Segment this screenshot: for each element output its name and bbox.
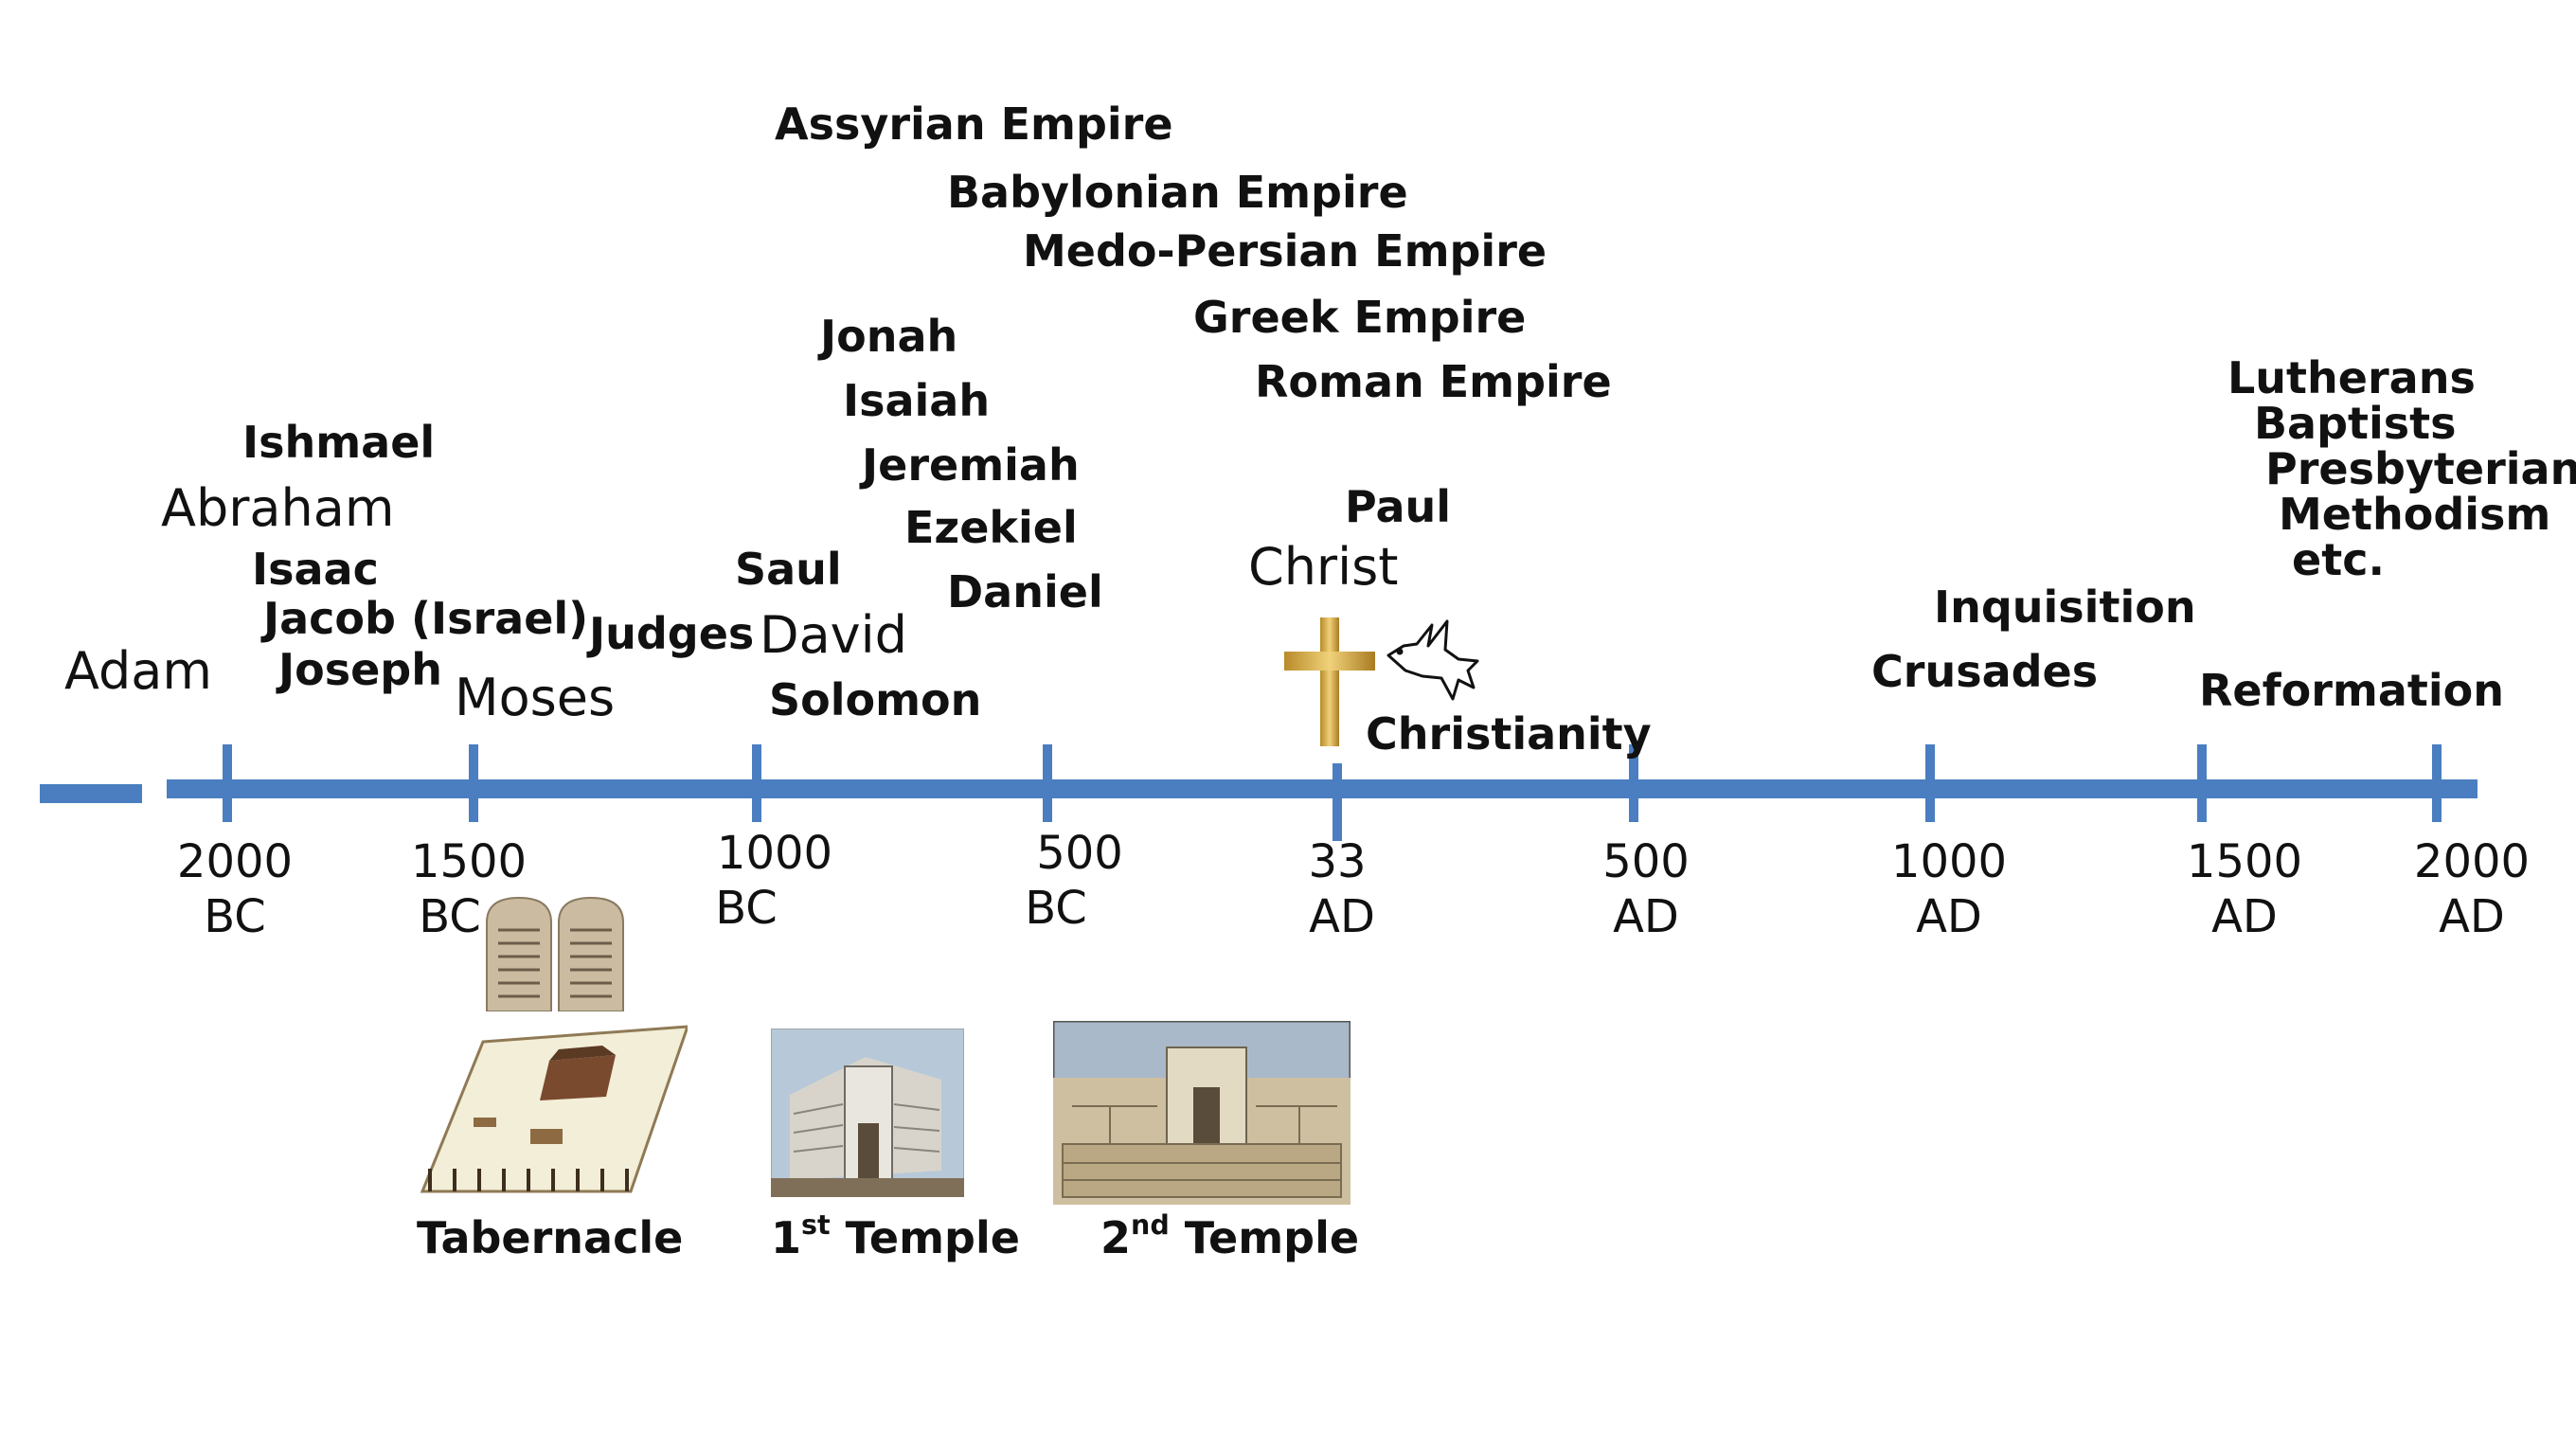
first-temple-image xyxy=(770,1028,965,1198)
axis-label-year: 33 xyxy=(1308,835,1367,888)
joseph-label: Joseph xyxy=(278,644,442,695)
christianity-label: Christianity xyxy=(1366,708,1652,760)
axis-label-year: 1000 xyxy=(1890,835,2008,888)
assyrian-empire-label: Assyrian Empire xyxy=(775,98,1173,150)
axis-label-year: 2000 xyxy=(2413,835,2531,888)
axis-label-year: 1500 xyxy=(410,835,528,888)
axis-label-era: AD xyxy=(1916,890,1982,943)
daniel-label: Daniel xyxy=(947,566,1103,617)
inquisition-label: Inquisition xyxy=(1934,581,2196,633)
solomon-label: Solomon xyxy=(769,674,982,725)
second-temple-label: 2nd Temple xyxy=(1100,1211,1359,1260)
axis-label-33ad: 33 AD xyxy=(1299,834,1375,944)
judges-label: Judges xyxy=(589,608,755,659)
axis-label-era: AD xyxy=(1309,890,1375,943)
axis-label-era: AD xyxy=(1613,890,1679,943)
isaiah-label: Isaiah xyxy=(843,375,991,426)
greek-empire-label: Greek Empire xyxy=(1193,292,1527,343)
tick-2000ad xyxy=(2432,744,2442,822)
isaac-label: Isaac xyxy=(252,544,379,595)
axis-label-era: BC xyxy=(204,890,266,943)
jacob-label: Jacob (Israel) xyxy=(263,593,589,644)
ordinal-suffix: nd xyxy=(1131,1209,1170,1242)
first-temple-label: 1st Temple xyxy=(771,1211,1020,1260)
tick-500bc xyxy=(1043,744,1052,822)
denomination-presbyterians: Presbyterians xyxy=(2265,443,2576,494)
axis-label-era: AD xyxy=(2211,890,2278,943)
ezekiel-label: Ezekiel xyxy=(904,502,1078,553)
axis-label-era: AD xyxy=(2439,890,2505,943)
denomination-etc: etc. xyxy=(2292,534,2385,585)
tick-1000bc xyxy=(752,744,761,822)
axis-label-1000ad: 1000 AD xyxy=(1891,834,2007,944)
tabernacle-image xyxy=(417,1023,690,1195)
tick-1000ad xyxy=(1925,744,1935,822)
jeremiah-label: Jeremiah xyxy=(862,439,1080,491)
axis-label-500ad: 500 AD xyxy=(1602,834,1690,944)
axis-label-era: BC xyxy=(419,890,481,943)
ordinal-number: 2 xyxy=(1100,1212,1132,1263)
cross-icon xyxy=(1284,617,1375,746)
axis-label-500bc: 500 BC xyxy=(1008,826,1123,936)
denomination-lutherans: Lutherans xyxy=(2227,352,2476,403)
axis-label-year: 500 xyxy=(1602,835,1690,888)
ordinal-suffix: st xyxy=(801,1209,831,1242)
paul-label: Paul xyxy=(1345,481,1452,532)
tick-1500ad xyxy=(2197,744,2207,822)
medo-persian-empire-label: Medo-Persian Empire xyxy=(1023,225,1547,277)
denomination-baptists: Baptists xyxy=(2254,398,2457,449)
roman-empire-label: Roman Empire xyxy=(1255,356,1612,407)
ten-commandments-tablets-icon xyxy=(483,894,627,1012)
tick-2000bc xyxy=(223,744,232,822)
axis-label-2000ad: 2000 AD xyxy=(2414,834,2530,944)
saul-label: Saul xyxy=(735,544,842,595)
axis-label-year: 2000 xyxy=(176,835,294,888)
david-label: David xyxy=(760,605,907,665)
reformation-label: Reformation xyxy=(2199,665,2504,716)
jonah-label: Jonah xyxy=(820,311,958,362)
temple-word: Temple xyxy=(1169,1212,1360,1263)
axis-label-1500bc: 1500 BC xyxy=(411,834,527,944)
tick-500ad xyxy=(1629,744,1638,822)
axis-label-era: BC xyxy=(715,882,778,935)
denomination-methodism: Methodism xyxy=(2279,489,2551,540)
moses-label: Moses xyxy=(455,668,616,727)
timeline-axis-stub xyxy=(40,784,142,803)
axis-label-year: 500 xyxy=(1036,827,1123,880)
axis-label-2000bc: 2000 BC xyxy=(177,834,293,944)
abraham-label: Abraham xyxy=(161,478,395,538)
axis-label-year: 1000 xyxy=(716,827,833,880)
ordinal-number: 1 xyxy=(771,1212,802,1263)
adam-label: Adam xyxy=(64,641,212,701)
dove-icon xyxy=(1379,617,1485,703)
crusades-label: Crusades xyxy=(1871,646,2099,697)
axis-label-year: 1500 xyxy=(2186,835,2303,888)
tick-1500bc xyxy=(469,744,478,822)
tabernacle-label: Tabernacle xyxy=(417,1212,684,1263)
babylonian-empire-label: Babylonian Empire xyxy=(947,167,1408,218)
axis-label-1000bc: 1000 BC xyxy=(715,826,833,936)
axis-label-era: BC xyxy=(1025,882,1087,935)
timeline-axis xyxy=(167,779,2478,798)
axis-label-1500ad: 1500 AD xyxy=(2187,834,2302,944)
tick-33ad xyxy=(1333,763,1342,841)
christ-label: Christ xyxy=(1248,537,1399,597)
second-temple-image xyxy=(1051,1019,1352,1207)
ishmael-label: Ishmael xyxy=(242,417,436,468)
temple-word: Temple xyxy=(830,1212,1020,1263)
